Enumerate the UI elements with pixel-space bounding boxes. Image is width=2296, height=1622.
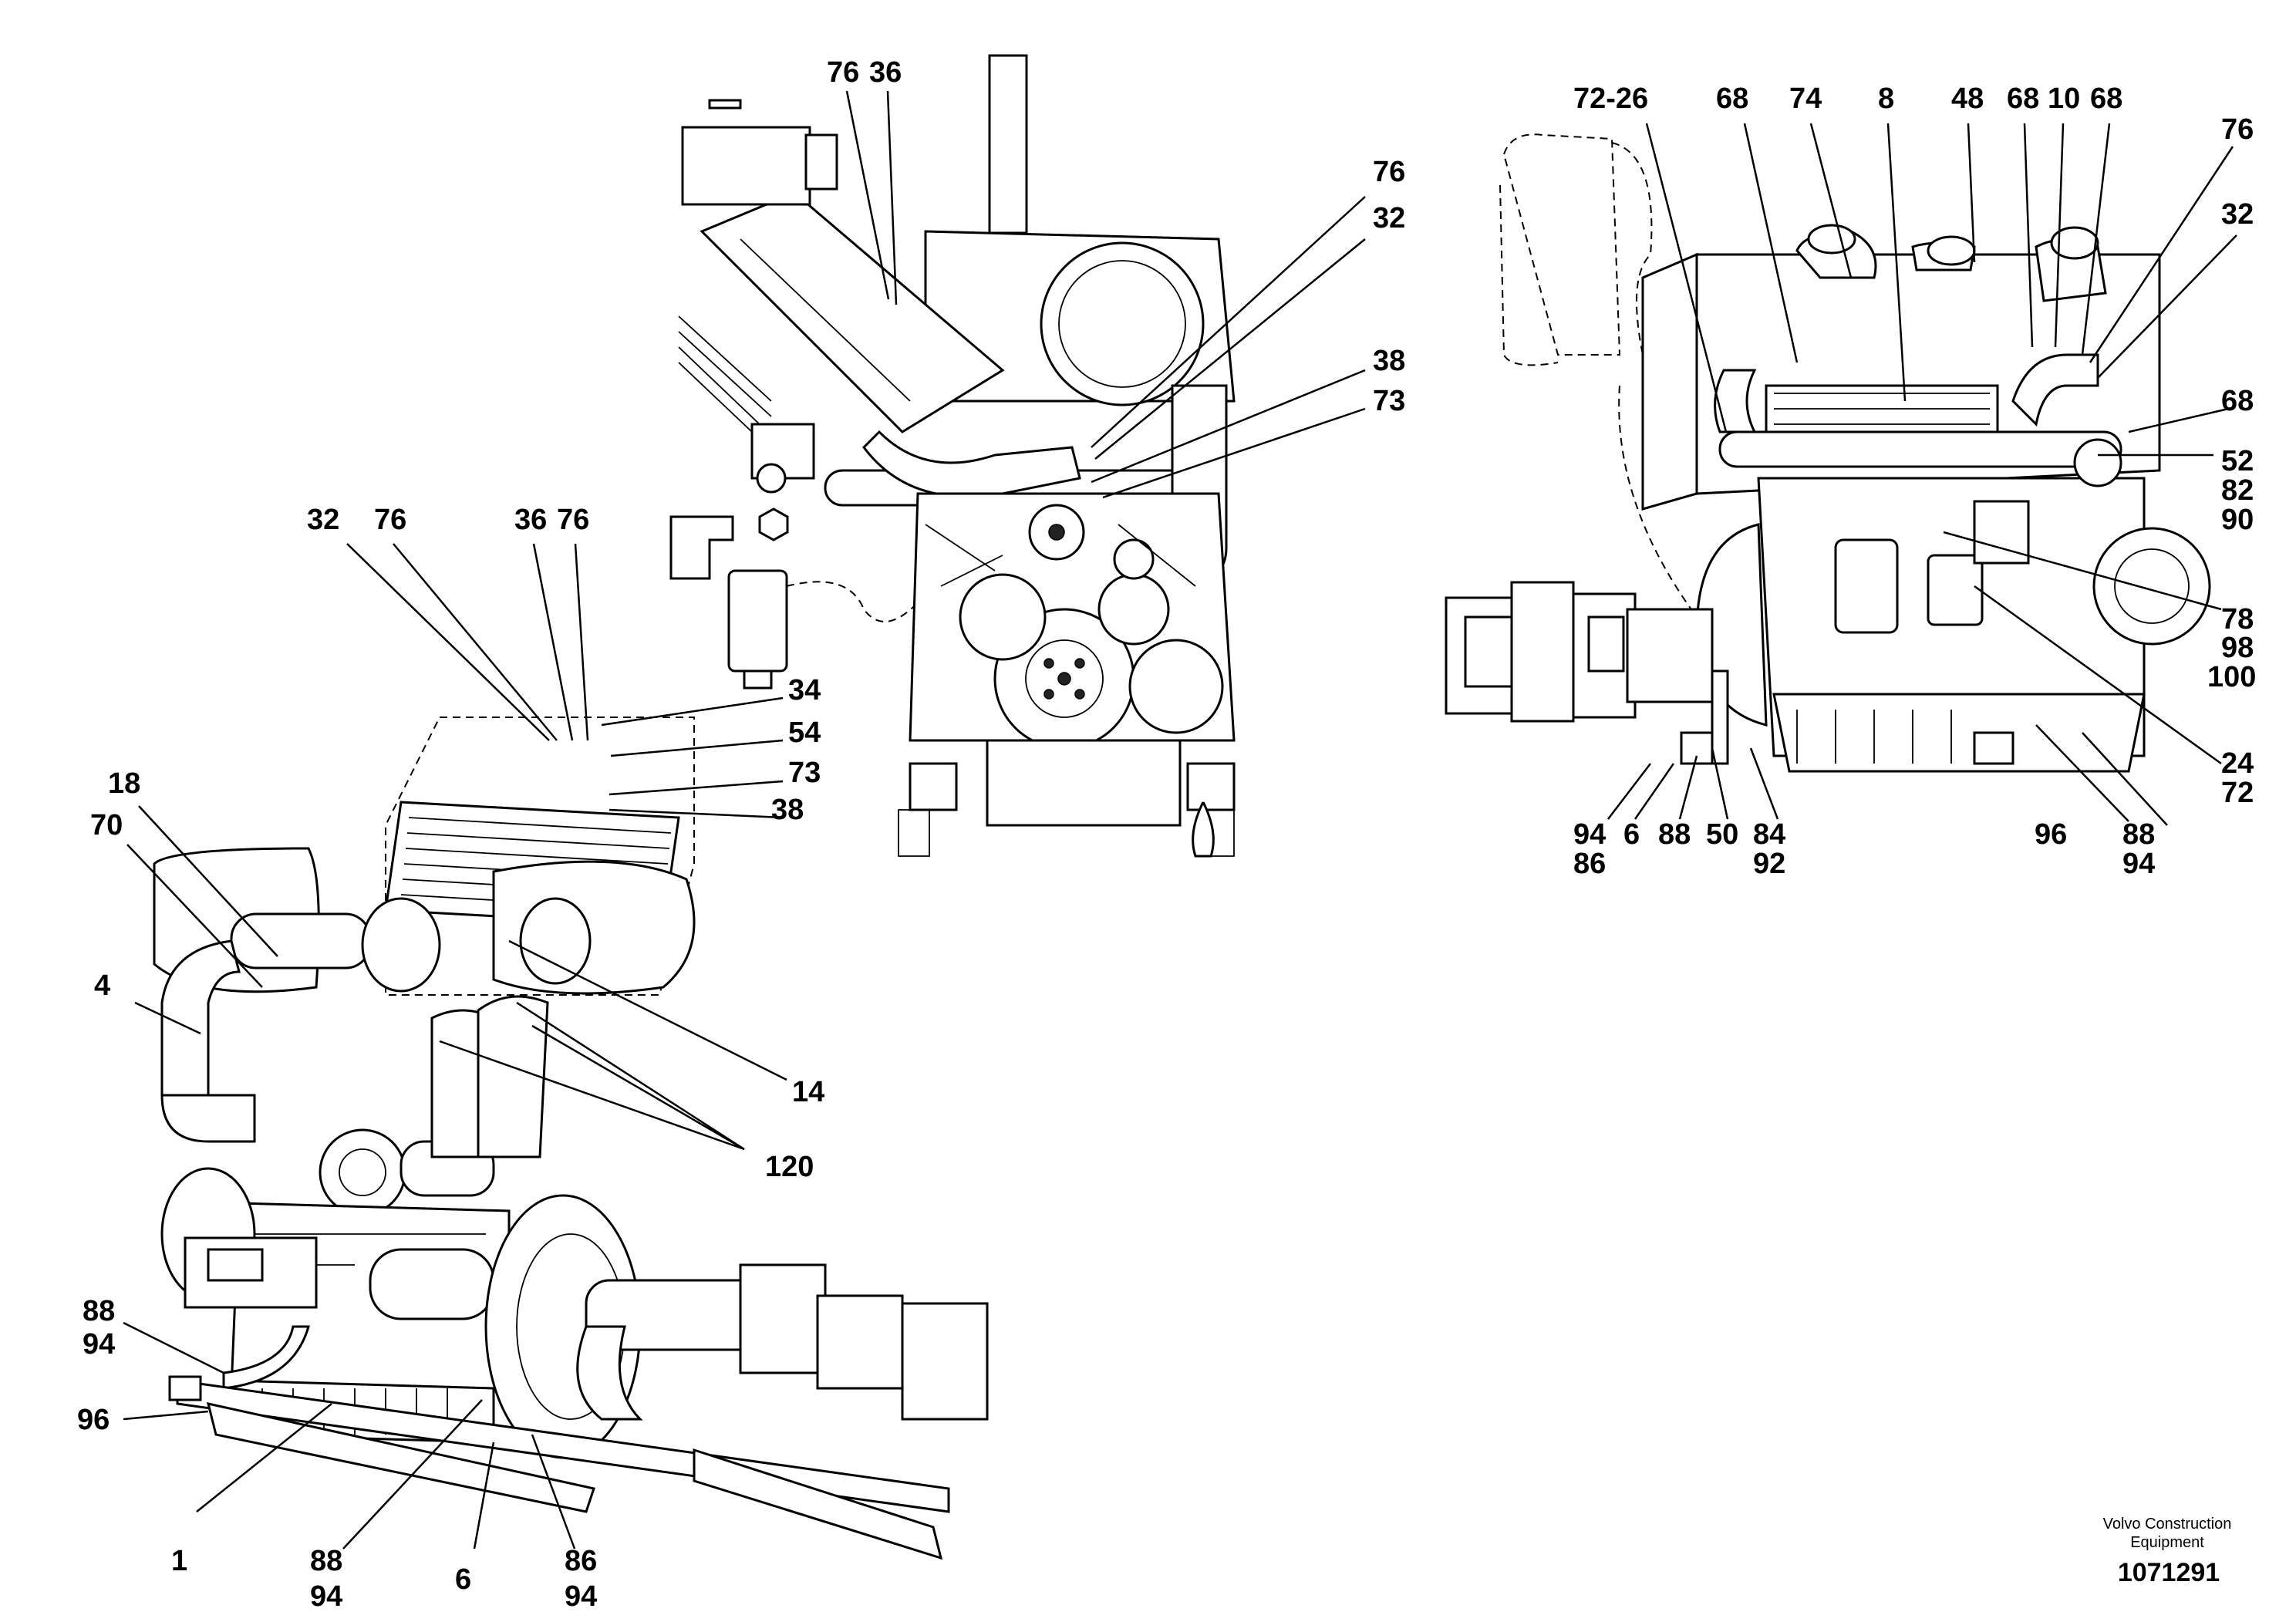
callout-73: 73 — [1373, 385, 1405, 417]
callout-1: 1 — [171, 1545, 187, 1577]
callout-48: 48 — [1951, 83, 1984, 115]
callout-14: 14 — [792, 1076, 824, 1108]
callout-78: 78 — [2221, 603, 2254, 636]
callout-68: 68 — [2090, 83, 2122, 115]
callout-36: 36 — [514, 504, 547, 536]
callout-54: 54 — [788, 717, 821, 749]
callout-92: 92 — [1753, 848, 1785, 880]
callout-32: 32 — [1373, 202, 1405, 234]
side-view-engine — [153, 717, 989, 1560]
callout-32: 32 — [307, 504, 339, 536]
callout-82: 82 — [2221, 474, 2254, 507]
callout-88: 88 — [83, 1295, 115, 1327]
callout-76: 76 — [557, 504, 589, 536]
callout-96: 96 — [2035, 818, 2067, 851]
callout-120: 120 — [765, 1151, 814, 1183]
callout-6: 6 — [455, 1563, 471, 1596]
callout-68: 68 — [1716, 83, 1748, 115]
callout-76: 76 — [827, 56, 859, 89]
callout-52: 52 — [2221, 445, 2254, 477]
callout-88: 88 — [1658, 818, 1691, 851]
front-view-engine — [669, 54, 1236, 858]
callout-10: 10 — [2048, 83, 2080, 115]
company-name-line1: Volvo Construction — [2103, 1516, 2232, 1533]
callout-94: 94 — [310, 1580, 342, 1613]
callout-36: 36 — [869, 56, 902, 89]
callout-8: 8 — [1878, 83, 1894, 115]
callout-24: 24 — [2221, 747, 2254, 780]
callout-74: 74 — [1789, 83, 1822, 115]
callout-labels: 76 36 76 32 38 73 32 76 36 76 34 54 73 3… — [77, 56, 2256, 1613]
callout-72-26: 72-26 — [1573, 83, 1648, 115]
callout-76: 76 — [1373, 156, 1405, 188]
callout-100: 100 — [2207, 661, 2256, 693]
callout-4: 4 — [94, 969, 110, 1002]
callout-68: 68 — [2221, 385, 2254, 417]
callout-90: 90 — [2221, 504, 2254, 536]
callout-84: 84 — [1753, 818, 1785, 851]
leader-lines — [123, 90, 2237, 1549]
rear-view-engine — [1445, 133, 2211, 773]
callout-94: 94 — [83, 1328, 115, 1361]
callout-70: 70 — [90, 809, 123, 841]
drawing-number: 1071291 — [2118, 1558, 2220, 1587]
callout-86: 86 — [1573, 848, 1606, 880]
callout-76: 76 — [374, 504, 406, 536]
callout-96: 96 — [77, 1404, 110, 1436]
callout-32: 32 — [2221, 198, 2254, 231]
callout-88: 88 — [310, 1545, 342, 1577]
callout-94: 94 — [565, 1580, 597, 1613]
callout-38: 38 — [1373, 345, 1405, 377]
callout-94: 94 — [1573, 818, 1606, 851]
footer: Volvo Construction Equipment 1071291 — [2103, 1516, 2232, 1587]
callout-73: 73 — [788, 757, 821, 789]
callout-94: 94 — [2122, 848, 2155, 880]
callout-98: 98 — [2221, 632, 2254, 664]
callout-76: 76 — [2221, 113, 2254, 146]
callout-88: 88 — [2122, 818, 2155, 851]
callout-18: 18 — [108, 767, 140, 800]
callout-34: 34 — [788, 674, 821, 706]
callout-72: 72 — [2221, 777, 2254, 809]
company-name-line2: Equipment — [2130, 1534, 2204, 1551]
callout-86: 86 — [565, 1545, 597, 1577]
callout-38: 38 — [771, 794, 804, 826]
callout-50: 50 — [1706, 818, 1738, 851]
callout-6: 6 — [1623, 818, 1640, 851]
callout-68: 68 — [2007, 83, 2039, 115]
